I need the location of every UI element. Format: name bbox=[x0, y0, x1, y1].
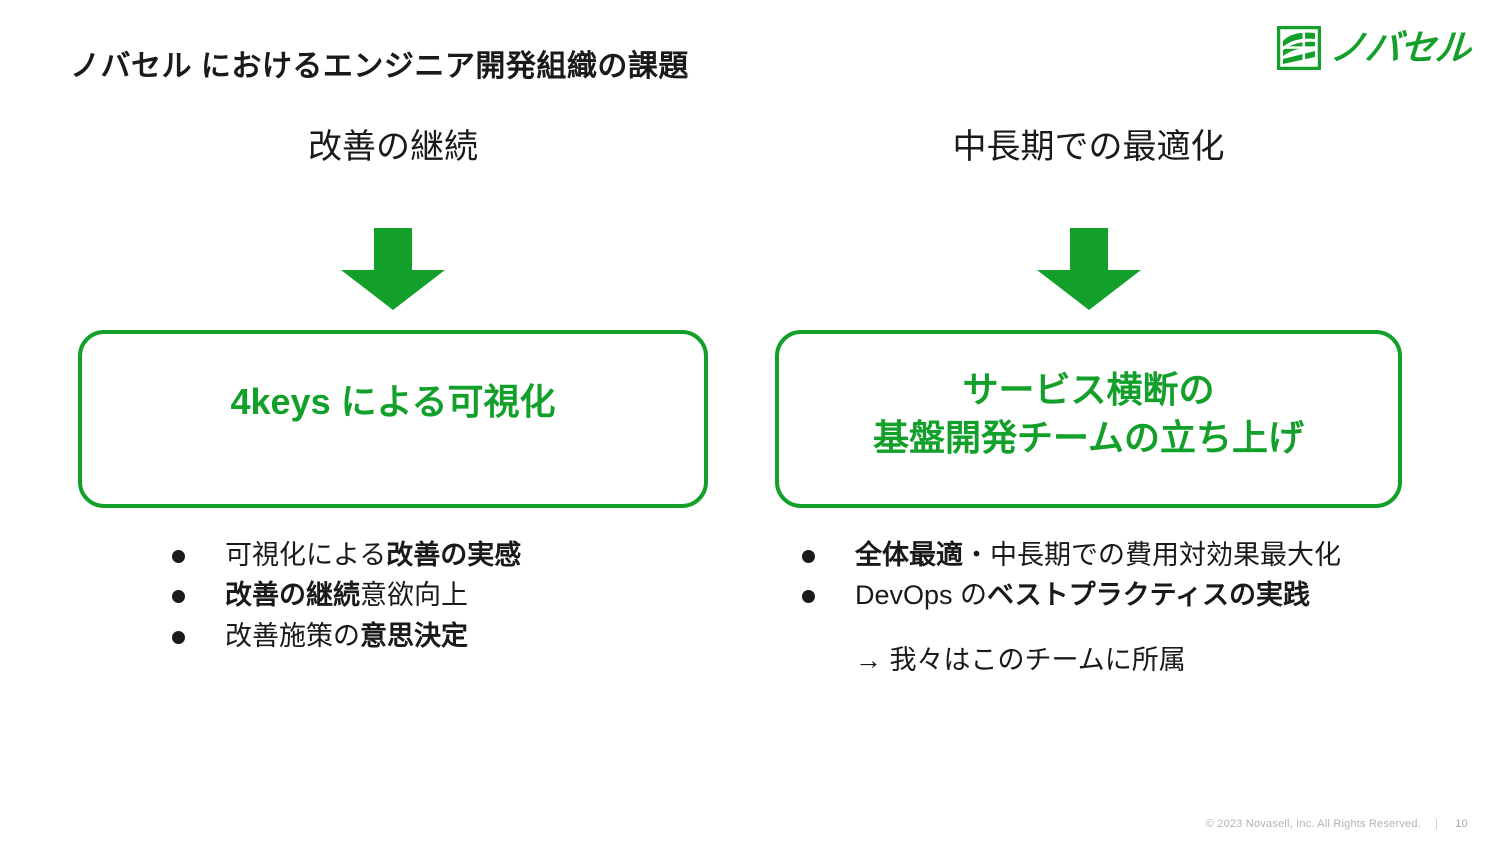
bullet-list-right: 全体最適・中長期での費用対効果最大化 DevOps のベストプラクティスの実践 bbox=[790, 536, 1390, 615]
list-item: 改善の継続意欲向上 bbox=[160, 576, 700, 614]
bullet-list-left: 可視化による改善の実感 改善の継続意欲向上 改善施策の意思決定 bbox=[160, 536, 700, 655]
list-item: 全体最適・中長期での費用対効果最大化 bbox=[790, 536, 1390, 574]
footer-separator: | bbox=[1434, 818, 1438, 830]
footer-copyright: © 2023 Novasell, Inc. All Rights Reserve… bbox=[1205, 818, 1421, 830]
column-left-arrow bbox=[78, 228, 708, 310]
brand-wordmark: ノバセル bbox=[1328, 27, 1472, 68]
column-left: 改善の継続 4keys による可視化 可視化による改善の実感 改善の継続意欲向上… bbox=[78, 128, 708, 657]
bullet-dot-icon bbox=[172, 630, 185, 644]
bullet-dot-icon bbox=[802, 550, 815, 563]
page-number: 10 bbox=[1455, 818, 1468, 830]
concept-box-right-text: サービス横断の 基盤開発チームの立ち上げ bbox=[873, 369, 1304, 458]
page-title: ノバセル におけるエンジニア開発組織の課題 bbox=[70, 50, 689, 83]
list-item-text: 全体最適・中長期での費用対効果最大化 bbox=[855, 540, 1341, 570]
list-item: DevOps のベストプラクティスの実践 bbox=[790, 576, 1390, 614]
column-left-heading: 改善の継続 bbox=[308, 128, 478, 166]
novasell-logomark-icon bbox=[1276, 26, 1321, 70]
list-item: 改善施策の意思決定 bbox=[160, 617, 700, 655]
slide-footer: © 2023 Novasell, Inc. All Rights Reserve… bbox=[1206, 818, 1468, 830]
list-item-text: 可視化による改善の実感 bbox=[225, 540, 522, 570]
bullet-dot-icon bbox=[802, 590, 815, 604]
brand-logo: ノバセル bbox=[1276, 26, 1472, 70]
list-item: 可視化による改善の実感 bbox=[160, 536, 700, 574]
arrow-down-icon bbox=[341, 228, 445, 310]
concept-box-left: 4keys による可視化 bbox=[78, 330, 708, 508]
column-right-arrow bbox=[775, 228, 1402, 310]
team-membership-note: → 我々はこのチームに所属 bbox=[855, 644, 1186, 675]
list-item-text: 改善の継続意欲向上 bbox=[225, 580, 468, 611]
bullet-dot-icon bbox=[172, 550, 185, 563]
bullet-dot-icon bbox=[172, 590, 185, 604]
list-item-text: 改善施策の意思決定 bbox=[225, 620, 468, 651]
arrow-down-icon bbox=[1036, 228, 1141, 310]
list-item-text: DevOps のベストプラクティスの実践 bbox=[855, 580, 1310, 611]
concept-box-left-text: 4keys による可視化 bbox=[230, 381, 556, 423]
column-right-heading: 中長期での最適化 bbox=[952, 128, 1225, 166]
column-right: 中長期での最適化 サービス横断の 基盤開発チームの立ち上げ 全体最適・中長期での… bbox=[775, 128, 1402, 678]
concept-box-right: サービス横断の 基盤開発チームの立ち上げ bbox=[775, 330, 1402, 508]
